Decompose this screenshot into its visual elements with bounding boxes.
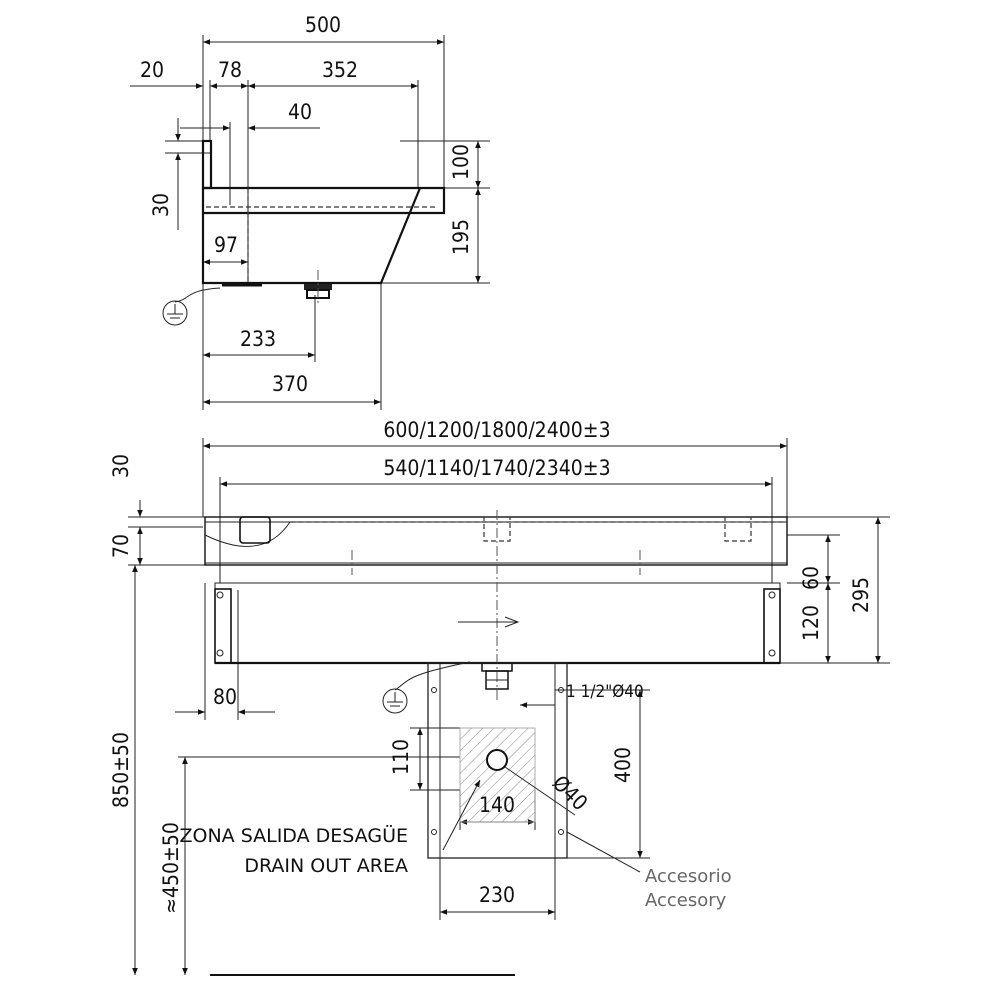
drain-hole — [486, 749, 508, 771]
dim-inner-length: 540/1140/1740/2340±3 — [383, 456, 610, 480]
drain-out-area — [459, 727, 536, 823]
dim-bracket-width: 230 — [479, 883, 515, 907]
dim-offset: 78 — [218, 58, 242, 82]
dim-rim-height: 70 — [109, 534, 133, 558]
dim-drain-position: 233 — [240, 327, 276, 351]
dim-zone-width: 140 — [479, 793, 515, 817]
sink-front — [204, 510, 788, 714]
dim-bowl-depth: 370 — [272, 372, 308, 396]
dim-bracket-height: 400 — [611, 747, 635, 783]
side-dimension-lines — [130, 39, 481, 405]
dim-overall-depth: 500 — [305, 13, 341, 37]
dim-drain-height: ≈450±50 — [159, 822, 183, 914]
dim-pipe: Ø40 — [548, 771, 592, 815]
front-extension-lines — [128, 438, 890, 920]
dim-mount-height: 850±50 — [109, 732, 133, 808]
label-accessory-en: Accesory — [645, 890, 727, 911]
dim-bowl-height: 195 — [449, 219, 473, 255]
dim-upstand: 20 — [140, 58, 164, 82]
dim-basin: 352 — [322, 58, 358, 82]
drain-fitting — [304, 270, 332, 305]
dim-overall-length: 600/1200/1800/2400±3 — [383, 418, 610, 442]
dim-upstand-top: 100 — [449, 144, 473, 180]
front-view: 600/1200/1800/2400±3 540/1140/1740/2340±… — [109, 418, 890, 976]
wall-bracket — [427, 662, 641, 873]
dim-front-60: 60 — [799, 566, 823, 590]
label-accessory-es: Accesorio — [645, 866, 732, 887]
dim-inner: 40 — [288, 100, 312, 124]
flow-arrow-icon — [458, 616, 520, 628]
side-view: 500 20 78 352 40 30 100 195 97 233 370 — [130, 13, 490, 410]
dim-upstand-height: 30 — [149, 193, 173, 217]
side-extension-lines — [165, 35, 490, 410]
dim-front-120: 120 — [799, 605, 823, 641]
dim-zone-height: 110 — [389, 739, 413, 775]
dim-total-height: 295 — [849, 577, 873, 613]
front-dimension-lines — [132, 443, 881, 975]
dim-side-80: 80 — [213, 685, 237, 709]
sink-profile — [162, 139, 446, 326]
dim-drain-size: 1 1/2"Ø40 — [566, 682, 644, 702]
label-zone-es: ZONA SALIDA DESAGÜE — [179, 824, 408, 847]
ground-symbol-icon — [162, 287, 221, 326]
label-zone-en: DRAIN OUT AREA — [244, 855, 408, 877]
dim-rim-top: 30 — [109, 454, 133, 478]
ground-symbol-icon-front — [382, 661, 471, 714]
dim-wall-offset: 97 — [214, 233, 238, 257]
